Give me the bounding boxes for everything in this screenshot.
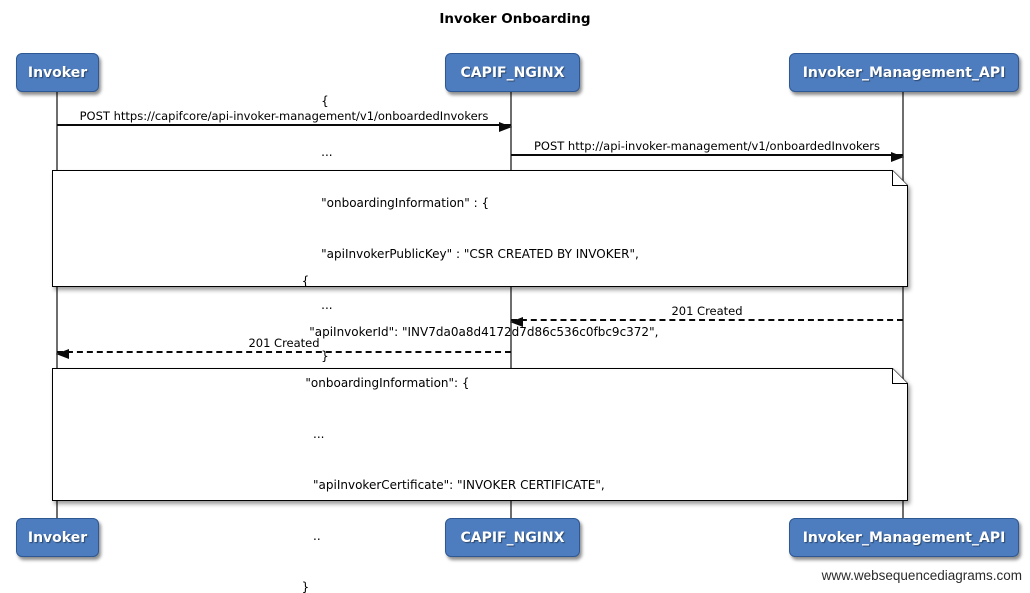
note-line: "onboardingInformation" : { [321,195,490,210]
arrowhead-left-icon [510,317,523,327]
note-shape [52,368,908,501]
actor-label: Invoker_Management_API [802,529,1006,546]
actor-top-invoker: Invoker [16,53,99,92]
note-line: .. [301,529,321,543]
note-shape [52,170,908,287]
actor-label: Invoker [27,64,88,81]
actor-top-invoker-management-api: Invoker_Management_API [789,53,1019,92]
note-text: { ... "onboardingInformation" : { "apiIn… [321,59,639,399]
message-label: POST https://capifcore/api-invoker-manag… [79,109,489,123]
note-text: { "apiInvokerId": "INV7da0a8d4172d7d86c5… [302,239,659,593]
note-onboarding-response-body: { "apiInvokerId": "INV7da0a8d4172d7d86c5… [52,274,908,593]
note-onboarding-request-body: { ... "onboardingInformation" : { "apiIn… [52,94,908,363]
actor-bottom-invoker: Invoker [16,518,99,557]
message-201-created-to-capif: 201 Created [510,301,903,327]
note-line: "apiInvokerCertificate": "INVOKER CERTIF… [301,478,605,492]
actor-label: CAPIF_NGINX [460,529,565,546]
arrowhead-right-icon [499,122,512,132]
websequencediagrams-watermark: www.websequencediagrams.com [821,568,1022,583]
message-line [56,349,511,359]
note-line: "apiInvokerId": "INV7da0a8d4172d7d86c536… [301,325,659,339]
actor-label: Invoker_Management_API [802,64,1006,81]
note-line: { [321,93,329,108]
message-label: POST http://api-invoker-management/v1/on… [533,139,881,153]
message-line [57,122,512,132]
message-post-onboarded-invokers-internal: POST http://api-invoker-management/v1/on… [511,136,904,162]
note-line: } [301,580,310,593]
diagram-title: Invoker Onboarding [439,11,591,27]
message-201-created-to-invoker: 201 Created [56,333,511,359]
actor-bottom-invoker-management-api: Invoker_Management_API [789,518,1019,557]
message-label: 201 Created [671,304,743,318]
lifeline-invoker-management-api [902,92,904,520]
arrowhead-right-icon [891,152,904,162]
message-label: 201 Created [248,336,320,350]
actor-top-capif-nginx: CAPIF_NGINX [445,53,580,92]
message-line [510,317,903,327]
message-post-onboarded-invokers-capifcore: POST https://capifcore/api-invoker-manag… [57,106,512,132]
note-line: "onboardingInformation": { [301,376,470,390]
arrowhead-left-icon [56,349,69,359]
note-line: ... [321,144,333,159]
note-line: { [301,274,310,288]
lifeline-capif-nginx [510,92,512,520]
note-line: ... [321,297,333,312]
note-line: ... [301,427,325,441]
actor-label: Invoker [27,529,88,546]
note-line: } [321,348,329,363]
actor-label: CAPIF_NGINX [460,64,565,81]
message-line [511,152,904,162]
lifeline-invoker [56,92,58,520]
actor-bottom-capif-nginx: CAPIF_NGINX [445,518,580,557]
note-line: "apiInvokerPublicKey" : "CSR CREATED BY … [321,246,639,261]
